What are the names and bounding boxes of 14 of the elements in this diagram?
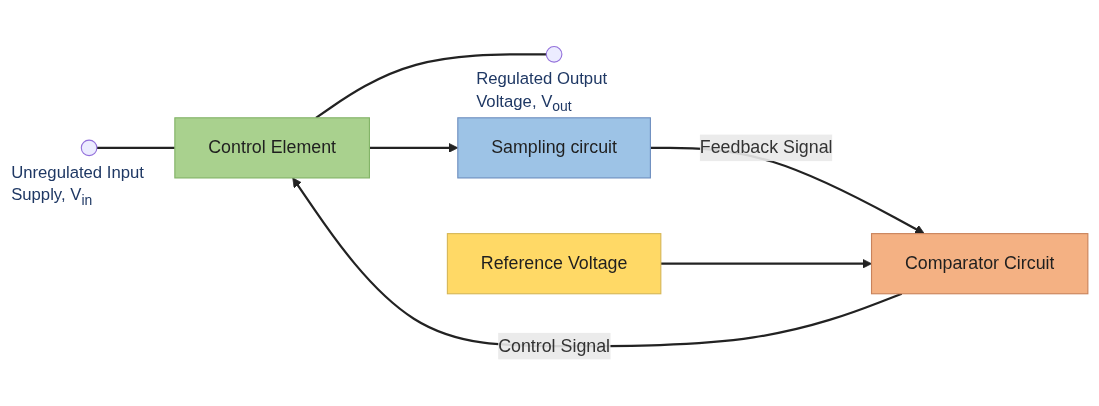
terminal-label: Regulated Output Voltage, V$_{out}$ [476,67,609,116]
arrow [292,177,903,348]
connector [96,146,175,149]
edge-label: Feedback Signal [699,137,833,157]
node-circle [545,45,563,63]
node-box: Control Element [174,117,370,179]
node-box: Sampling circuit [457,117,651,179]
terminal-label: Unregulated Input Supply, V$_{in}$ [11,161,145,209]
node-circle [80,139,98,157]
connector [315,53,547,119]
node-box: Comparator Circuit [870,233,1089,295]
arrow [660,258,872,269]
node-box: Reference Voltage [446,233,662,295]
edge-label: Control Signal [498,336,611,356]
